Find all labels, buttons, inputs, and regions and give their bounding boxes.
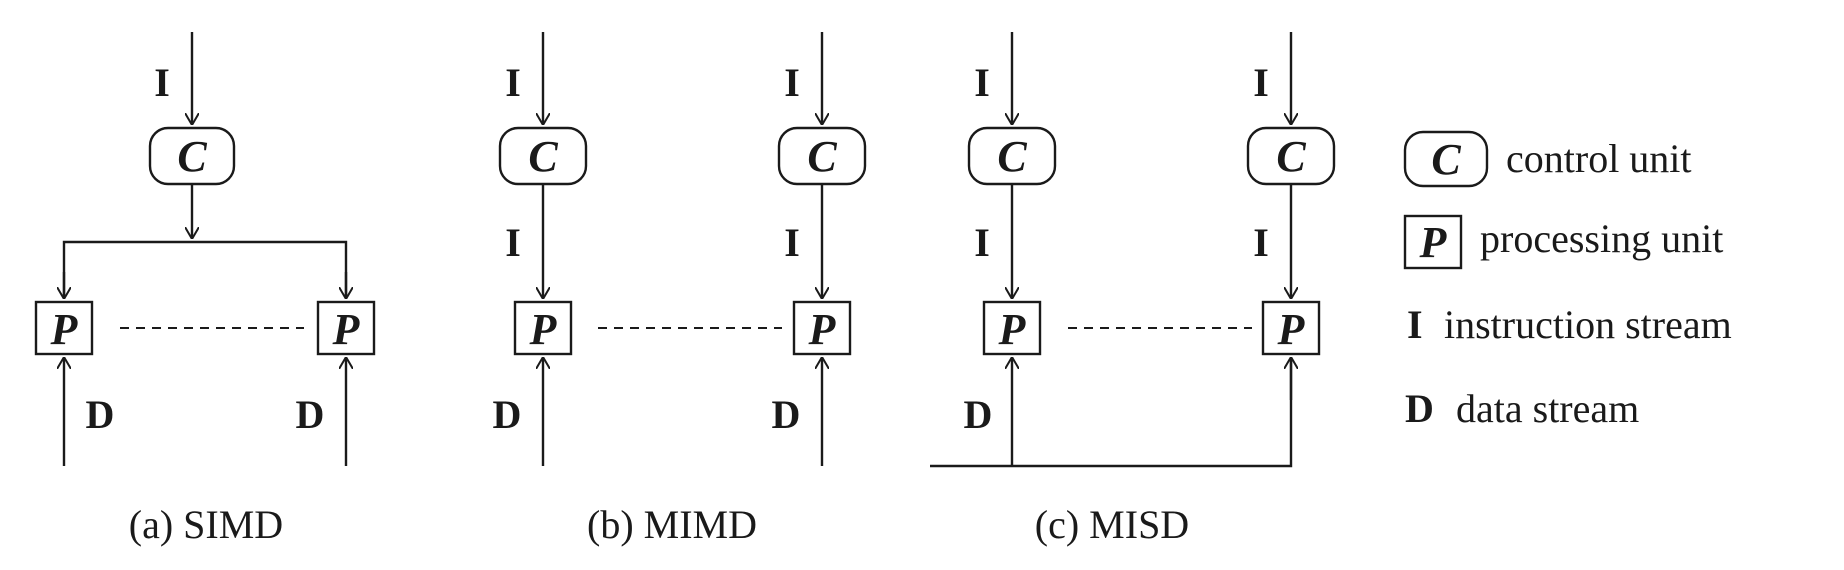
simd-caption: (a) SIMD (129, 502, 283, 547)
misd-processing-unit-right-label: P (1277, 305, 1306, 354)
legend-instruction-stream-text: instruction stream (1444, 302, 1732, 347)
mimd-instruction-label-mid-left: I (505, 220, 521, 265)
legend-control-unit-symbol (1403, 130, 1489, 188)
misd-instruction-label-top-right: I (1253, 60, 1269, 105)
legend-data-symbol: D (1405, 386, 1434, 431)
legend-processing-unit-symbol-label: P (1419, 218, 1448, 267)
simd-processing-unit-left-label: P (50, 305, 79, 354)
mimd-data-label-left: D (493, 392, 522, 437)
simd-control-unit-label: C (177, 132, 207, 181)
misd-processing-unit-left (982, 300, 1042, 356)
panel-misd: I C I P I C I P D (c) MISD (930, 32, 1336, 547)
simd-processing-unit-right (316, 300, 376, 356)
mimd-instruction-label-top-right: I (784, 60, 800, 105)
simd-broadcast-bus (62, 240, 348, 298)
mimd-instruction-label-top-left: I (505, 60, 521, 105)
mimd-processing-unit-left (513, 300, 573, 356)
misd-data-label: D (964, 392, 993, 437)
misd-control-unit-left-label: C (997, 132, 1027, 181)
panel-mimd: I C I P D I C I P D (b) MIMD (493, 32, 867, 547)
misd-control-unit-right-label: C (1276, 132, 1306, 181)
legend: C control unit P processing unit I instr… (1403, 130, 1732, 431)
mimd-control-unit-right-label: C (807, 132, 837, 181)
simd-instruction-label: I (154, 60, 170, 105)
legend-instruction-symbol: I (1407, 302, 1423, 347)
simd-processing-unit-left (34, 300, 94, 356)
mimd-processing-unit-right (792, 300, 852, 356)
misd-instruction-label-mid-right: I (1253, 220, 1269, 265)
misd-instruction-label-top-left: I (974, 60, 990, 105)
simd-processing-unit-right-label: P (332, 305, 361, 354)
mimd-instruction-label-mid-right: I (784, 220, 800, 265)
misd-processing-unit-left-label: P (998, 305, 1027, 354)
mimd-data-label-right: D (772, 392, 801, 437)
simd-data-label-left: D (86, 392, 115, 437)
misd-processing-unit-right (1261, 300, 1321, 356)
misd-caption: (c) MISD (1035, 502, 1189, 547)
legend-data-stream-text: data stream (1456, 386, 1639, 431)
simd-data-label-right: D (296, 392, 325, 437)
misd-instruction-label-mid-left: I (974, 220, 990, 265)
legend-processing-unit-symbol (1403, 214, 1463, 270)
legend-control-unit-text: control unit (1506, 136, 1692, 181)
mimd-caption: (b) MIMD (587, 502, 757, 547)
legend-control-unit-symbol-label: C (1431, 135, 1461, 184)
mimd-processing-unit-left-label: P (529, 305, 558, 354)
mimd-processing-unit-right-label: P (808, 305, 837, 354)
legend-processing-unit-text: processing unit (1480, 216, 1723, 261)
panel-simd: I C P P D D (a) SIMD (34, 32, 376, 547)
mimd-control-unit-left-label: C (528, 132, 558, 181)
